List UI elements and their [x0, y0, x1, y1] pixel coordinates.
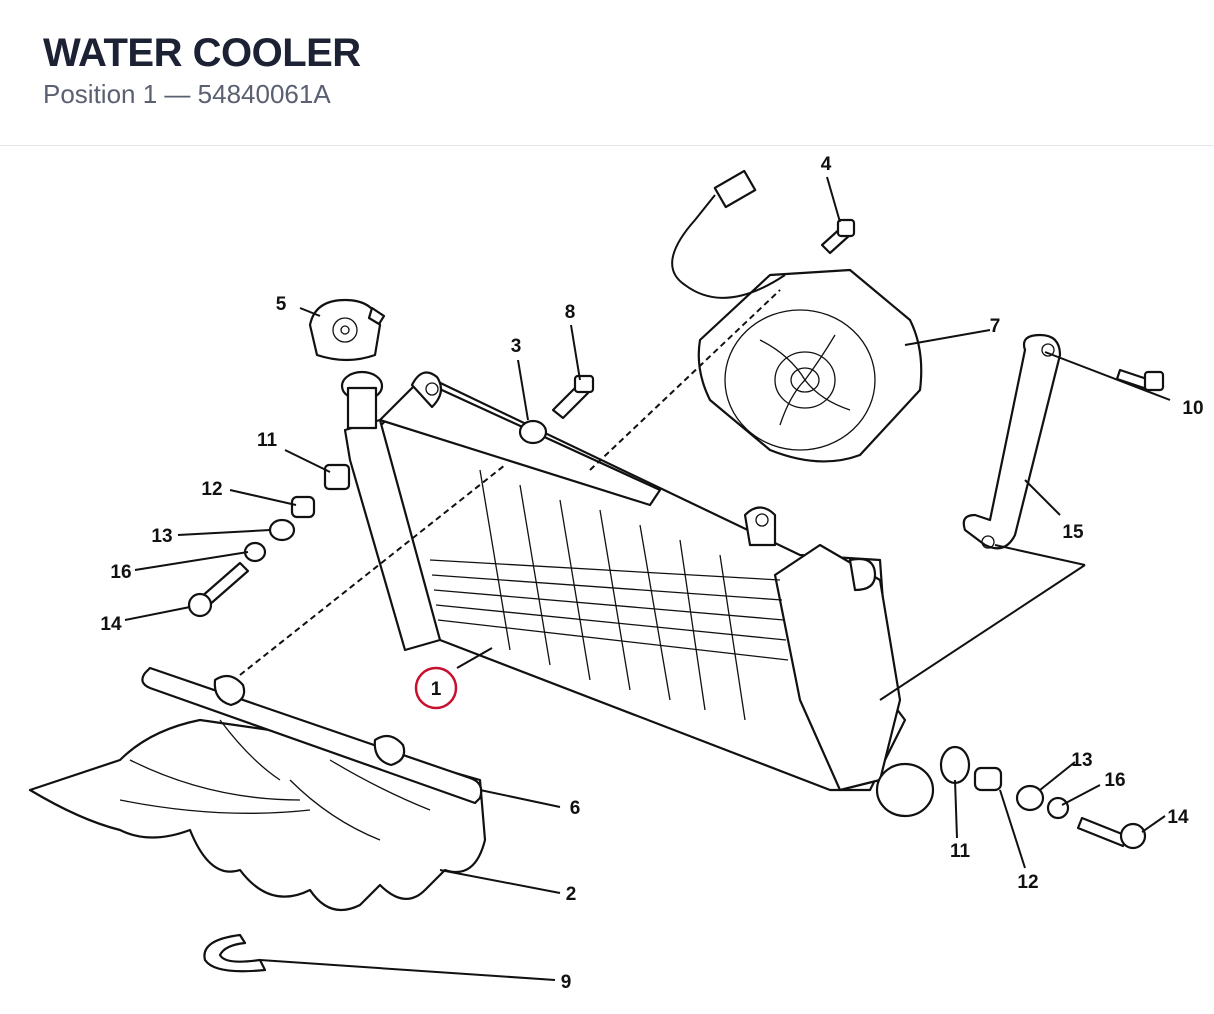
mounting-bracket [962, 333, 1062, 550]
callout-8[interactable]: 8 [565, 302, 576, 323]
callout-10[interactable]: 10 [1182, 398, 1203, 419]
page-header: WATER COOLER Position 1 — 54840061A [0, 0, 1214, 146]
callout-13-left[interactable]: 13 [151, 526, 172, 547]
rubber-strip [141, 666, 483, 805]
callout-5[interactable]: 5 [276, 294, 287, 315]
callout-13-right[interactable]: 13 [1071, 750, 1092, 771]
right-fastener-stack [939, 745, 1147, 850]
callout-12-left[interactable]: 12 [201, 479, 222, 500]
left-fastener-stack [187, 463, 351, 618]
callout-14-left[interactable]: 14 [100, 614, 122, 635]
callout-4[interactable]: 4 [821, 154, 832, 175]
callout-11-left[interactable]: 11 [257, 430, 278, 451]
top-hardware [518, 218, 1165, 445]
diagram-canvas: 1 2 3 4 5 6 7 8 9 10 11 11 12 12 13 13 1… [28, 154, 1204, 993]
callout-16-left[interactable]: 16 [110, 562, 131, 583]
page-title: WATER COOLER [43, 31, 361, 75]
page-subtitle: Position 1 — 54840061A [43, 78, 331, 110]
callout-6[interactable]: 6 [570, 798, 581, 819]
callout-1[interactable]: 1 [431, 679, 442, 700]
exploded-parts-diagram: 1 2 3 4 5 6 7 8 9 10 11 11 12 12 13 13 1… [0, 147, 1214, 1014]
callout-12-right[interactable]: 12 [1017, 872, 1038, 893]
callout-14-right[interactable]: 14 [1167, 807, 1189, 828]
callout-labels: 1 2 3 4 5 6 7 8 9 10 11 11 12 12 13 13 1… [100, 154, 1203, 993]
callout-16-right[interactable]: 16 [1104, 770, 1125, 791]
callout-2[interactable]: 2 [566, 884, 577, 905]
radiator-cap [308, 298, 386, 362]
callout-11-right[interactable]: 11 [950, 841, 971, 862]
callout-9[interactable]: 9 [561, 972, 572, 993]
clip [203, 933, 267, 973]
subtitle-separator: — [164, 79, 191, 109]
callout-15[interactable]: 15 [1062, 522, 1084, 543]
radiator-fins [429, 469, 789, 721]
position-label: Position 1 [43, 79, 158, 109]
part-number: 54840061A [197, 79, 331, 109]
leader-lines [124, 176, 1171, 981]
radiator-core [340, 370, 935, 818]
lower-shroud [28, 718, 487, 912]
highlight-ring[interactable] [414, 666, 458, 710]
callout-3[interactable]: 3 [511, 336, 522, 357]
cooling-fan [671, 169, 923, 463]
callout-7[interactable]: 7 [990, 316, 1001, 337]
